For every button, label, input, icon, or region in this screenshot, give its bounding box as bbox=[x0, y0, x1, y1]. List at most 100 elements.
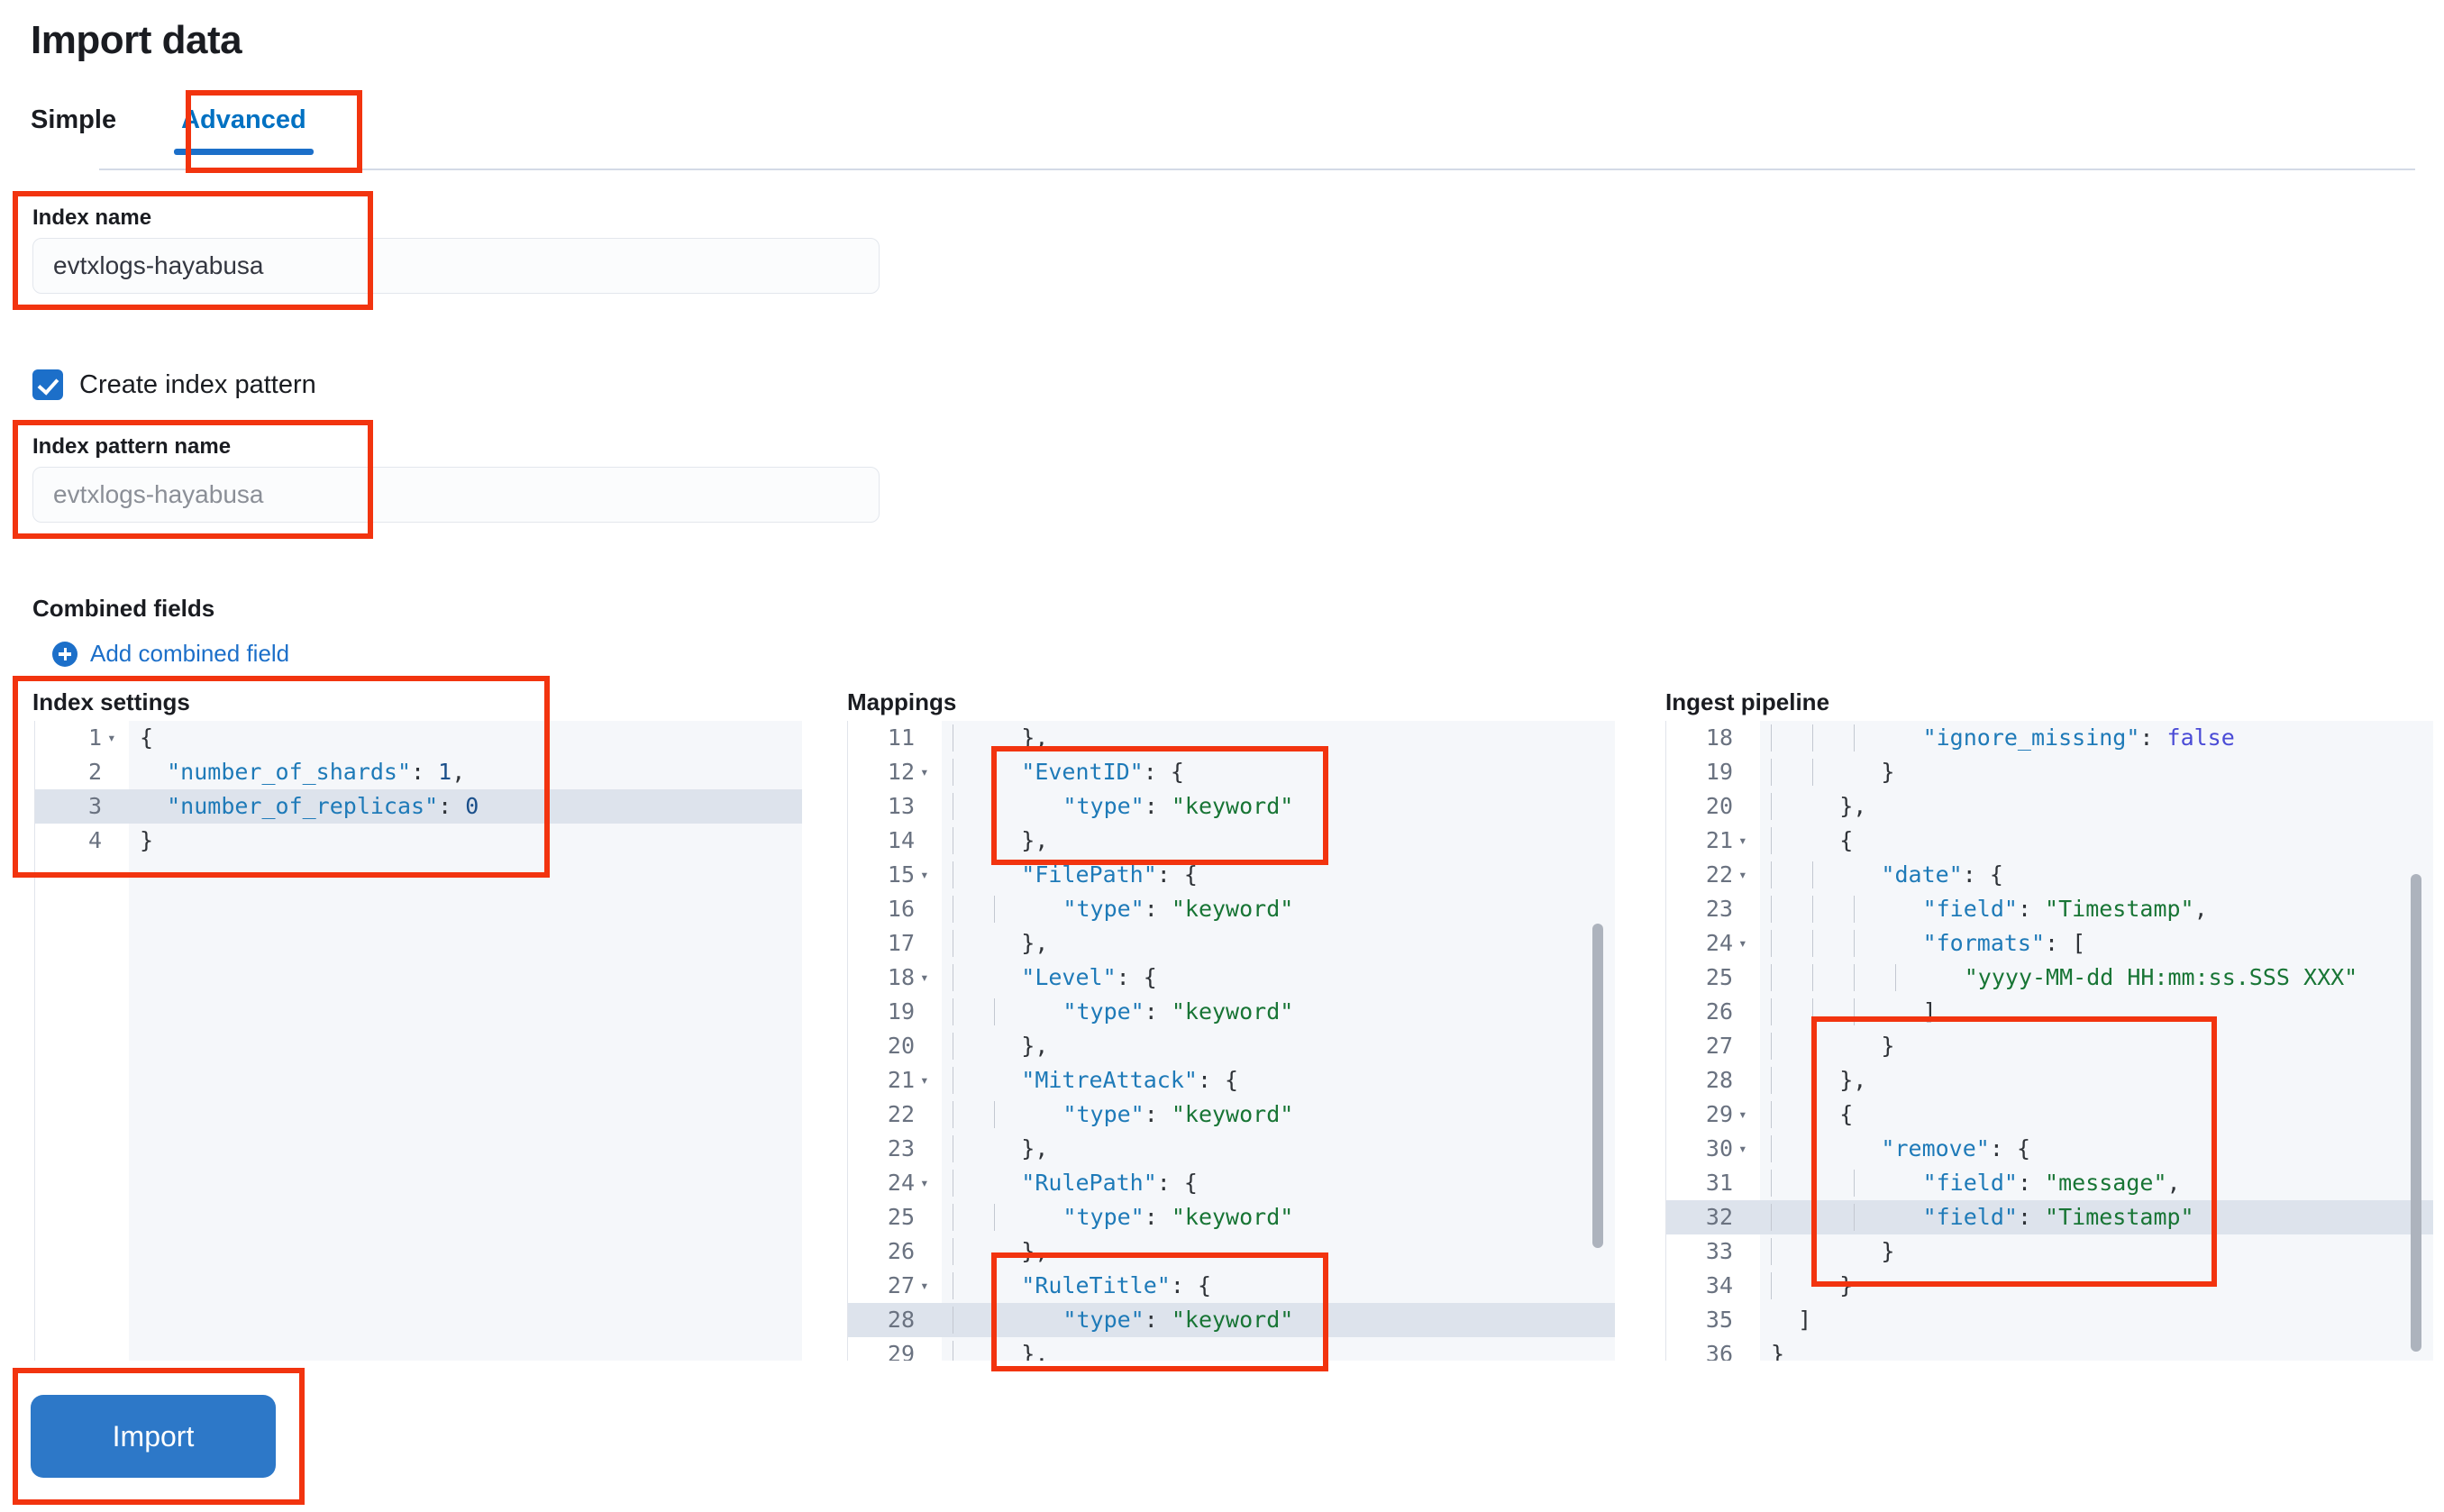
ingest-pipeline-code[interactable] bbox=[1760, 721, 2433, 1361]
fold-arrow-icon[interactable]: ▾ bbox=[920, 1174, 929, 1191]
code-line[interactable]: 35 ] bbox=[1666, 1303, 2433, 1337]
line-number: 34 bbox=[1705, 1272, 1733, 1298]
code-line[interactable]: 2 "number_of_shards": 1, bbox=[35, 755, 802, 789]
code-line[interactable]: 15▾ "FilePath": { bbox=[848, 858, 1615, 892]
code-line[interactable]: 22▾ "date": { bbox=[1666, 858, 2433, 892]
code-line[interactable]: 34 } bbox=[1666, 1269, 2433, 1303]
code-text: "number_of_replicas": 0 bbox=[167, 793, 479, 819]
indent-guide bbox=[1812, 1033, 1814, 1060]
code-line[interactable]: 27 } bbox=[1666, 1029, 2433, 1063]
fold-arrow-icon[interactable]: ▾ bbox=[920, 1277, 929, 1294]
line-number: 16 bbox=[887, 896, 915, 922]
add-combined-field-button[interactable]: Add combined field bbox=[52, 640, 289, 668]
fold-arrow-icon[interactable]: ▾ bbox=[1738, 934, 1747, 952]
line-number: 21 bbox=[1705, 827, 1733, 853]
code-line[interactable]: 24▾ "formats": [ bbox=[1666, 926, 2433, 961]
code-line[interactable]: 16 "type": "keyword" bbox=[848, 892, 1615, 926]
mappings-editor[interactable]: 11 },12▾ "EventID": {13 "type": "keyword… bbox=[847, 721, 1615, 1361]
fold-arrow-icon[interactable]: ▾ bbox=[920, 763, 929, 780]
line-number: 29 bbox=[887, 1341, 915, 1361]
code-line[interactable]: 26 ] bbox=[1666, 995, 2433, 1029]
create-index-pattern-checkbox[interactable] bbox=[32, 369, 63, 400]
code-line[interactable]: 25 "type": "keyword" bbox=[848, 1200, 1615, 1234]
code-text: "type": "keyword" bbox=[942, 789, 1615, 824]
code-line[interactable]: 26 }, bbox=[848, 1234, 1615, 1269]
code-line[interactable]: 19 } bbox=[1666, 755, 2433, 789]
fold-arrow-icon[interactable]: ▾ bbox=[920, 969, 929, 986]
indent-guide bbox=[1812, 998, 1814, 1025]
fold-arrow-icon[interactable]: ▾ bbox=[1738, 1140, 1747, 1157]
fold-arrow-icon[interactable]: ▾ bbox=[1738, 832, 1747, 849]
indent-guide bbox=[1854, 724, 1856, 751]
code-line[interactable]: 17 }, bbox=[848, 926, 1615, 961]
index-settings-editor[interactable]: 1▾{2 "number_of_shards": 1,3 "number_of_… bbox=[34, 721, 802, 1361]
code-line[interactable]: 36} bbox=[1666, 1337, 2433, 1361]
tab-simple[interactable]: Simple bbox=[31, 105, 117, 134]
code-line[interactable]: 21 ▾ { bbox=[1666, 824, 2433, 858]
code-line[interactable]: 32 "field": "Timestamp" bbox=[1666, 1200, 2433, 1234]
code-line[interactable]: 12▾ "EventID": { bbox=[848, 755, 1615, 789]
code-text: "FilePath": { bbox=[942, 858, 1615, 892]
index-name-input[interactable]: evtxlogs-hayabusa bbox=[32, 238, 880, 294]
line-number: 25 bbox=[887, 1204, 915, 1230]
code-text: { bbox=[1760, 824, 2433, 858]
code-line[interactable]: 18▾ "Level": { bbox=[848, 961, 1615, 995]
indent-guide bbox=[1812, 1170, 1814, 1197]
code-line[interactable]: 20 }, bbox=[1666, 789, 2433, 824]
line-number: 4 bbox=[87, 827, 102, 853]
indent-guide bbox=[1771, 861, 1772, 888]
code-line[interactable]: 14 }, bbox=[848, 824, 1615, 858]
line-number: 19 bbox=[1705, 759, 1733, 785]
line-number: 13 bbox=[887, 793, 915, 819]
code-line[interactable]: 28 "type": "keyword" bbox=[848, 1303, 1615, 1337]
ingest-pipeline-scrollbar[interactable] bbox=[2411, 874, 2421, 1352]
fold-arrow-icon[interactable]: ▾ bbox=[1738, 1106, 1747, 1123]
code-line[interactable]: 30▾ "remove": { bbox=[1666, 1132, 2433, 1166]
code-line[interactable]: 33 } bbox=[1666, 1234, 2433, 1269]
indent-guide bbox=[1854, 964, 1856, 991]
indent-guide bbox=[1771, 1067, 1772, 1094]
code-line[interactable]: 27▾ "RuleTitle": { bbox=[848, 1269, 1615, 1303]
fold-arrow-icon[interactable]: ▾ bbox=[920, 866, 929, 883]
fold-arrow-icon[interactable]: ▾ bbox=[920, 1071, 929, 1088]
indent-guide bbox=[1812, 759, 1814, 786]
mappings-scrollbar[interactable] bbox=[1592, 924, 1603, 1248]
create-index-pattern-row[interactable]: Create index pattern bbox=[32, 369, 316, 400]
code-line[interactable]: 4} bbox=[35, 824, 802, 858]
code-line[interactable]: 31 "field": "message", bbox=[1666, 1166, 2433, 1200]
code-line[interactable]: 19 "type": "keyword" bbox=[848, 995, 1615, 1029]
code-text: "yyyy-MM-dd HH:mm:ss.SSS XXX" bbox=[1760, 961, 2433, 995]
code-text: ] bbox=[1760, 995, 2433, 1029]
fold-arrow-icon[interactable]: ▾ bbox=[107, 729, 116, 746]
code-line[interactable]: 28 }, bbox=[1666, 1063, 2433, 1098]
index-pattern-name-input[interactable]: evtxlogs-hayabusa bbox=[32, 467, 880, 523]
code-line[interactable]: 21▾ "MitreAttack": { bbox=[848, 1063, 1615, 1098]
code-line[interactable]: 20 }, bbox=[848, 1029, 1615, 1063]
code-line[interactable]: 24▾ "RulePath": { bbox=[848, 1166, 1615, 1200]
code-line[interactable]: 11 }, bbox=[848, 721, 1615, 755]
code-line[interactable]: 1▾{ bbox=[35, 721, 802, 755]
mappings-gutter bbox=[848, 721, 942, 1361]
import-button[interactable]: Import bbox=[31, 1395, 276, 1478]
code-line[interactable]: 23 }, bbox=[848, 1132, 1615, 1166]
code-line[interactable]: 25 "yyyy-MM-dd HH:mm:ss.SSS XXX" bbox=[1666, 961, 2433, 995]
code-line[interactable]: 29▾ { bbox=[1666, 1098, 2433, 1132]
code-line[interactable]: 22 "type": "keyword" bbox=[848, 1098, 1615, 1132]
fold-arrow-icon[interactable]: ▾ bbox=[1738, 866, 1747, 883]
line-number: 18 bbox=[887, 964, 915, 990]
index-settings-code[interactable] bbox=[129, 721, 802, 1361]
indent-guide bbox=[1771, 1170, 1772, 1197]
code-line[interactable]: 13 "type": "keyword" bbox=[848, 789, 1615, 824]
indent-guide bbox=[1771, 1101, 1772, 1128]
code-text: } bbox=[1760, 1234, 2433, 1269]
code-line[interactable]: 3 "number_of_replicas": 0 bbox=[35, 789, 802, 824]
indent-guide bbox=[1895, 964, 1897, 991]
code-line[interactable]: 18 "ignore_missing": false bbox=[1666, 721, 2433, 755]
code-line[interactable]: 29 }, bbox=[848, 1337, 1615, 1361]
line-number: 20 bbox=[1705, 793, 1733, 819]
indent-guide bbox=[994, 1204, 996, 1231]
tab-advanced[interactable]: Advanced bbox=[149, 105, 339, 155]
indent-guide bbox=[1771, 896, 1772, 923]
code-line[interactable]: 23 "field": "Timestamp", bbox=[1666, 892, 2433, 926]
